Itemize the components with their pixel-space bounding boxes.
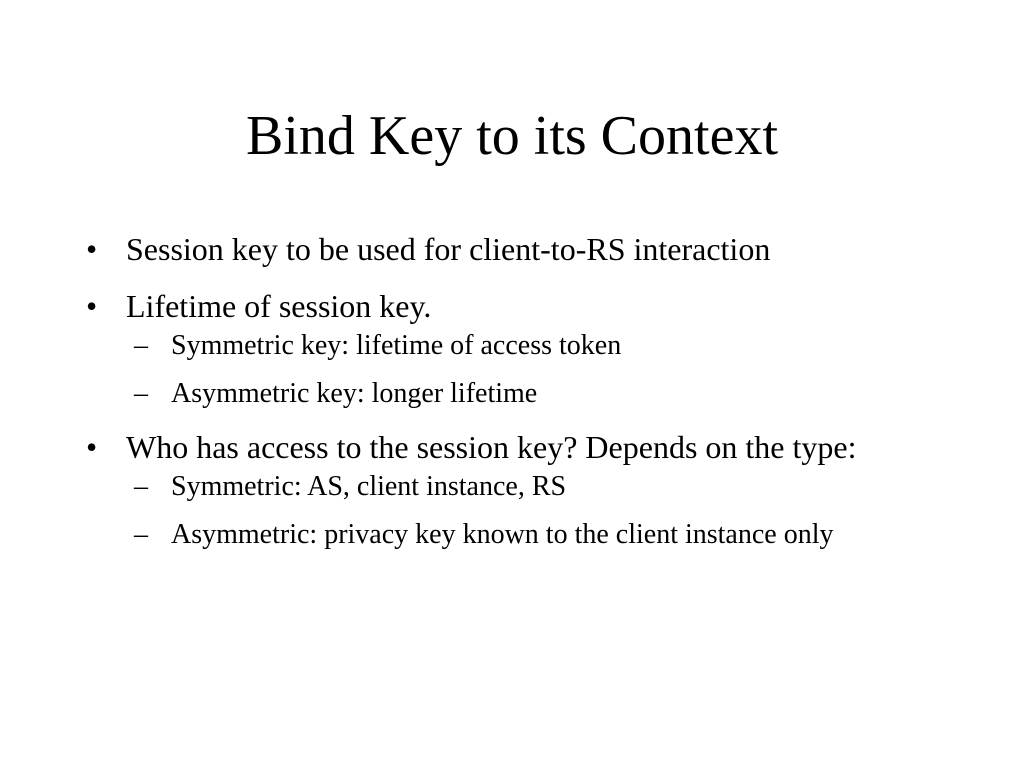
- bullet-list: • Session key to be used for client-to-R…: [80, 228, 960, 567]
- bullet-text: Session key to be used for client-to-RS …: [126, 231, 771, 267]
- sub-bullet-text: Asymmetric: privacy key known to the cli…: [171, 519, 834, 550]
- bullet-item: • Who has access to the session key? Dep…: [80, 426, 960, 552]
- sub-bullet-marker: –: [134, 519, 148, 550]
- sub-bullet-marker: –: [134, 471, 148, 502]
- bullet-text: Lifetime of session key.: [126, 288, 432, 324]
- bullet-text: Who has access to the session key? Depen…: [126, 429, 857, 465]
- sub-bullet-text: Symmetric: AS, client instance, RS: [171, 471, 567, 502]
- sub-bullet-list: – Symmetric: AS, client instance, RS – A…: [126, 470, 960, 552]
- sub-bullet-list: – Symmetric key: lifetime of access toke…: [126, 329, 960, 411]
- bullet-item: • Lifetime of session key. – Symmetric k…: [80, 285, 960, 411]
- sub-bullet-text: Symmetric key: lifetime of access token: [171, 330, 622, 361]
- sub-bullet-item: – Asymmetric: privacy key known to the c…: [126, 518, 960, 552]
- bullet-marker: •: [86, 288, 98, 324]
- sub-bullet-item: – Asymmetric key: longer lifetime: [126, 377, 960, 411]
- bullet-item: • Session key to be used for client-to-R…: [80, 228, 960, 270]
- bullet-marker: •: [86, 231, 98, 267]
- sub-bullet-text: Asymmetric key: longer lifetime: [171, 378, 538, 409]
- slide-title: Bind Key to its Context: [246, 105, 778, 167]
- bullet-marker: •: [86, 429, 98, 465]
- sub-bullet-item: – Symmetric key: lifetime of access toke…: [126, 329, 960, 363]
- sub-bullet-item: – Symmetric: AS, client instance, RS: [126, 470, 960, 504]
- sub-bullet-marker: –: [134, 378, 148, 409]
- sub-bullet-marker: –: [134, 330, 148, 361]
